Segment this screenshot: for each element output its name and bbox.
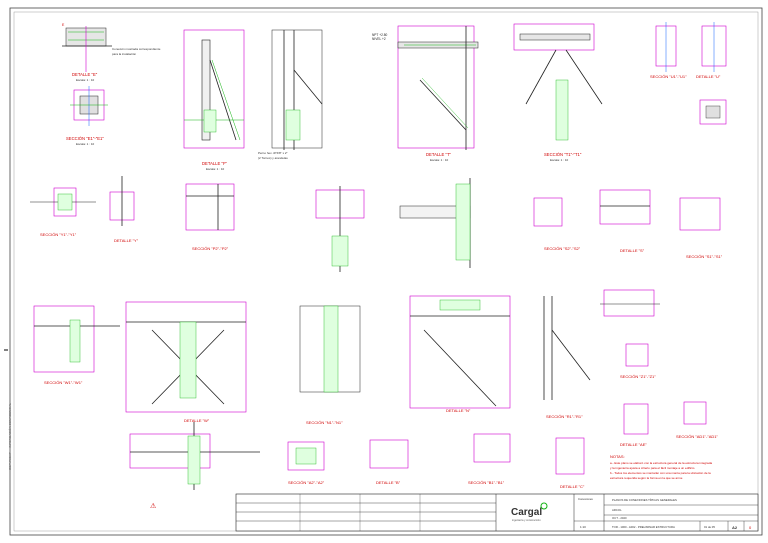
section-t1-scale: Escala: 1 : 10 xyxy=(550,158,569,162)
section-ad-title: SECCIÓN "AD1"-"AD1" xyxy=(676,434,718,439)
section-a2 xyxy=(287,441,325,471)
detail-y-title: DETALLE "Y" xyxy=(114,238,139,243)
detail-s-title: DETALLE "S" xyxy=(620,248,645,253)
detail-z xyxy=(600,289,660,317)
section-z1 xyxy=(625,343,649,367)
detail-e-scale: Escala: 1 : 10 xyxy=(76,78,95,82)
npt-a: NPT +2.80 xyxy=(372,33,387,37)
client-label: Conexiones xyxy=(578,497,593,501)
detail-s xyxy=(599,189,651,225)
section-u1-title: SECCIÓN "U1"-"U1" xyxy=(650,74,687,79)
section-e1 xyxy=(70,86,108,126)
section-a2-title: SECCIÓN "A2"-"A2" xyxy=(288,480,325,485)
notes-line-1: a.- Este plano se elaboró con la estruct… xyxy=(610,461,712,465)
detail-f xyxy=(183,29,245,149)
detail-c-title: DETALLE "C" xyxy=(560,484,585,489)
detail-t-scale: Escala: 1 : 10 xyxy=(430,158,449,162)
sheet-border xyxy=(9,7,763,536)
drawing-title: PLANOS DE CONEXIONES TÍPICAS GENERALES xyxy=(612,498,677,502)
sheet-inner-border xyxy=(13,11,759,532)
detail-t xyxy=(397,25,479,150)
section-y1-title: SECCIÓN "Y1"-"Y1" xyxy=(40,232,77,237)
drawing-date: OCT - 2020 xyxy=(612,516,627,520)
detail-e: E Conexión mostrada correspondiente para… xyxy=(62,23,161,72)
detail-w xyxy=(125,301,247,413)
section-s1-title: SECCIÓN "S1"-"S1" xyxy=(686,254,723,259)
section-n1 xyxy=(299,305,361,393)
beam-detail-mid xyxy=(399,178,471,268)
company-logo: Cargal ingeniería y construcción xyxy=(511,502,548,522)
section-p2-title: SECCIÓN "P2"-"P2" xyxy=(192,246,229,251)
detail-y xyxy=(109,176,135,226)
section-ad xyxy=(683,401,707,425)
section-r1-title: SECCIÓN "R1"-"R1" xyxy=(546,414,583,419)
section-y1 xyxy=(30,187,96,217)
detail-ae-title: DETALLE "AE" xyxy=(620,442,647,447)
section-s2-title: SECCIÓN "S2"-"S2" xyxy=(544,246,581,251)
detail-n xyxy=(409,295,511,409)
notes-line-2: y la ingeniería ajusta a criterio para e… xyxy=(610,466,695,470)
detail-t-title: DETALLE "T" xyxy=(426,152,452,157)
company-name: Cargal xyxy=(511,507,542,518)
left-margin-text: COPYRIGHT — INFORMACIÓN CONFIDENCIAL xyxy=(7,403,12,470)
section-u1 xyxy=(655,22,677,72)
npt-b: NIVEL +2 xyxy=(372,37,386,41)
detail-f-title: DETALLE "F" xyxy=(202,161,228,166)
detail-m xyxy=(315,186,365,272)
section-e1-title: SECCIÓN "E1"-"E1" xyxy=(66,136,104,141)
scale-value: 1:10 xyxy=(580,525,586,529)
section-a1 xyxy=(129,422,260,490)
column-detail-1 xyxy=(271,29,323,150)
section-r1 xyxy=(543,296,591,400)
sheet-number: A2 xyxy=(732,525,738,530)
detail-u xyxy=(701,22,727,72)
note-bolts-1: Perno hex. Ø 5/8" x 2" xyxy=(258,151,288,155)
section-b1-title: SECCIÓN "B1"-"B1" xyxy=(468,480,505,485)
notes-line-4: estructura requerida según la forma en l… xyxy=(610,476,683,480)
svg-text:para la instalación: para la instalación xyxy=(112,52,137,56)
revision: 0 xyxy=(749,525,752,530)
detail-w-title: DETALLE "W" xyxy=(184,418,210,423)
section-s2 xyxy=(533,197,563,227)
detail-c xyxy=(555,437,585,475)
section-b1 xyxy=(473,433,511,463)
warning-a1: ⚠ xyxy=(150,502,156,510)
project-name: ARCOL xyxy=(612,508,622,512)
detail-ae xyxy=(623,403,649,435)
svg-text:COPYRIGHT — INFORMACIÓN CONFID: COPYRIGHT — INFORMACIÓN CONFIDENCIAL xyxy=(7,403,12,470)
logo-swoosh-icon xyxy=(540,502,548,510)
detail-f-scale: Escala: 1 : 10 xyxy=(206,167,225,171)
detail-u-title: DETALLE "U" xyxy=(696,74,721,79)
section-w1-title: SECCIÓN "W1"-"W1" xyxy=(44,380,83,385)
detail-u-lower xyxy=(699,99,727,125)
detail-b-title: DETALLE "B" xyxy=(376,480,401,485)
detail-n-title: DETALLE "N" xyxy=(446,408,471,413)
section-e1-scale: Escala: 1 : 10 xyxy=(76,142,95,146)
section-s1 xyxy=(679,197,721,231)
title-block xyxy=(235,493,759,532)
section-n1-title: SECCIÓN "N1"-"N1" xyxy=(306,420,343,425)
section-t1 xyxy=(513,23,603,141)
detail-e-title: DETALLE "E" xyxy=(72,72,98,77)
sheet-count: 01 de 05 xyxy=(704,525,715,529)
svg-text:E: E xyxy=(62,23,65,27)
section-p2 xyxy=(185,183,235,231)
notes-header: NOTAS: xyxy=(610,454,625,459)
section-t1-title: SECCIÓN "T1"-"T1" xyxy=(544,152,582,157)
note-bolts-1b: (2 Tornos) y arandelas xyxy=(258,156,288,160)
company-slogan: ingeniería y construcción xyxy=(512,518,541,522)
notes-block: NOTAS: a.- Este plano se elaboró con la … xyxy=(610,454,712,480)
notes-line-3: b.- Todos los elementos se marcarán con … xyxy=(610,471,711,475)
svg-text:Conexión mostrada correspondie: Conexión mostrada correspondiente xyxy=(112,47,161,51)
sheet-code: TOR - 1000 - A002 - PRELIMINAR ESTRUCTUR… xyxy=(612,525,675,529)
section-w1 xyxy=(33,305,120,373)
section-z1-title: SECCIÓN "Z1"-"Z1" xyxy=(620,374,656,379)
detail-b xyxy=(369,439,409,469)
